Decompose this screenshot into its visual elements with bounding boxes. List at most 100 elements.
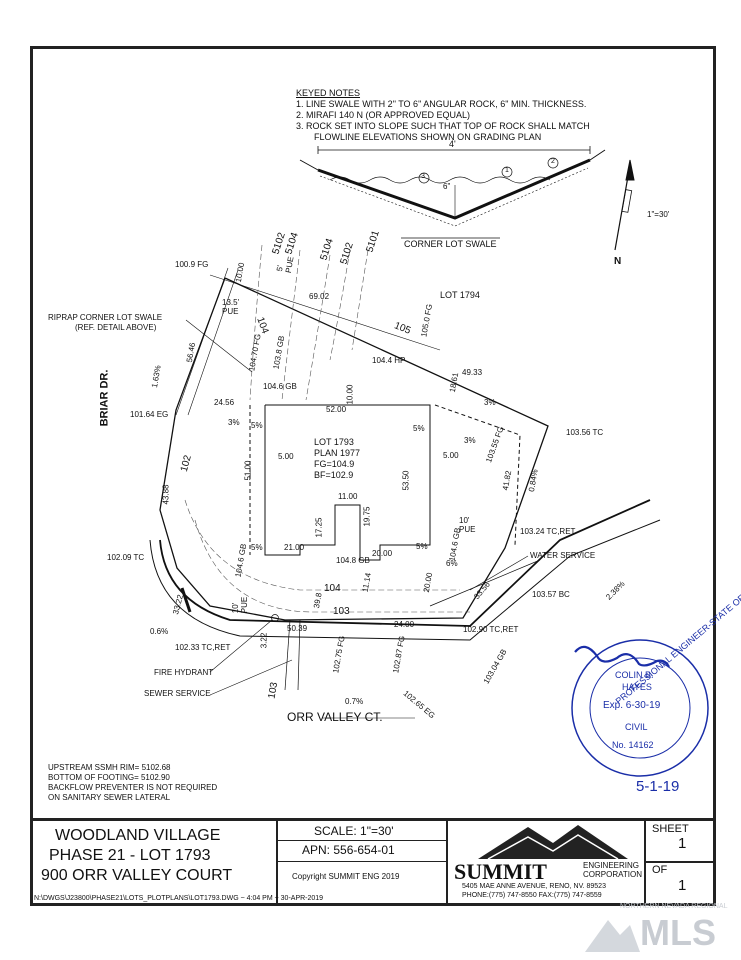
fire-hydrant-label: FIRE HYDRANT <box>154 668 214 677</box>
slope-label: 5% <box>416 542 428 551</box>
watermark-line-1: NORTHERN NEVADA REGIONAL <box>620 903 728 910</box>
lot-info-line: PLAN 1977 <box>314 448 361 458</box>
slope-label: 3% <box>484 398 496 407</box>
swale-callout-2: 2 <box>551 158 555 165</box>
scale-apn-cell: SCALE: 1"=30' APN: 556-654-01 Copyright … <box>278 821 448 906</box>
elevation-label: 100.9 FG <box>175 260 209 269</box>
keyed-note-1: 1. LINE SWALE WITH 2" TO 6" ANGULAR ROCK… <box>296 99 587 109</box>
dimension-label: 5.00 <box>443 451 459 460</box>
plan-note: BACKFLOW PREVENTER IS NOT REQUIRED <box>48 783 218 792</box>
building-footprint <box>249 404 521 561</box>
scale-label: SCALE: 1"=30' <box>314 824 394 838</box>
riprap-annotation: RIPRAP CORNER LOT SWALE <box>48 313 163 322</box>
leader-lines <box>185 319 529 719</box>
neighbor-lot-label: LOT 1794 <box>440 290 480 300</box>
company-phone: PHONE:(775) 747-8550 FAX:(775) 747-8559 <box>462 892 602 899</box>
watermark-mls: MLS <box>640 912 716 953</box>
sheet-cell: SHEET 1 OF 1 <box>646 821 716 906</box>
dimension-label: 24.00 <box>394 620 415 629</box>
elevation-label: 103.57 BC <box>532 590 570 599</box>
dimension-label: 52.00 <box>326 405 347 414</box>
north-letter: N <box>614 256 622 267</box>
of-value: 1 <box>678 877 687 894</box>
swale-detail-title: CORNER LOT SWALE <box>404 239 497 249</box>
sewer-service-label: SEWER SERVICE <box>144 689 211 698</box>
slope-label: 5% <box>251 421 263 430</box>
contour-label: 103 <box>333 606 350 617</box>
pue-13-5-label: 13.5' PUE <box>222 298 240 316</box>
slope-label: 5% <box>413 424 425 433</box>
plan-note: UPSTREAM SSMH RIM= 5102.68 <box>48 763 171 772</box>
project-address-line: 900 ORR VALLEY COURT <box>41 867 233 884</box>
seal-name-2: HAYES <box>622 682 652 692</box>
slope-label: 0.7% <box>345 697 364 706</box>
dimension-label: 21.00 <box>284 543 305 552</box>
keyed-note-2: 2. MIRAFI 140 N (OR APPROVED EQUAL) <box>296 110 471 120</box>
dimension-label: 69.02 <box>309 292 330 301</box>
elevation-label: 102.90 TC,RET <box>463 625 519 634</box>
lot-info-line: FG=104.9 <box>314 459 355 469</box>
seal-discipline: CIVIL <box>625 722 648 732</box>
riprap-annotation-ref: (REF. DETAIL ABOVE) <box>75 323 157 332</box>
seal-expiration: Exp. 6-30-19 <box>603 700 661 711</box>
title-block: WOODLAND VILLAGE PHASE 21 - LOT 1793 900… <box>33 818 716 909</box>
utility-lines <box>180 559 541 691</box>
signature-mark <box>574 645 670 668</box>
lot-boundary <box>149 267 661 641</box>
copyright-label: Copyright SUMMIT ENG 2019 <box>292 872 400 881</box>
seal-date: 5-1-19 <box>636 778 680 795</box>
dimension-label: 24.56 <box>214 398 235 407</box>
apn-label: APN: 556-654-01 <box>302 843 395 857</box>
slope-label: 0.6% <box>150 627 169 636</box>
company-address: 5405 MAE ANNE AVENUE, RENO, NV. 89523 <box>462 883 606 890</box>
project-name-line: WOODLAND VILLAGE <box>55 827 221 844</box>
slope-label: 6% <box>446 559 458 568</box>
contour-lines <box>184 244 470 613</box>
company-subtitle: ENGINEERING CORPORATION <box>583 861 642 879</box>
elevation-label: 104.4 HP <box>372 356 406 365</box>
seal-name-1: COLIN B. <box>615 670 654 680</box>
slope-label: 5% <box>251 543 263 552</box>
elevation-label: 102.09 TC <box>107 553 145 562</box>
swale-detail <box>299 146 606 239</box>
water-service-label: WATER SERVICE <box>530 551 596 560</box>
dimension-label: 50.39 <box>287 624 308 633</box>
contour-label: 104 <box>324 583 341 594</box>
drawing-frame <box>30 46 716 906</box>
dimension-label: 5.00 <box>278 452 294 461</box>
lot-info-line: BF=102.9 <box>314 470 354 480</box>
slope-label: 3% <box>228 418 240 427</box>
slope-label: 3% <box>464 436 476 445</box>
keyed-note-3: 3. ROCK SET INTO SLOPE SUCH THAT TOP OF … <box>296 121 590 131</box>
company-cell: SUMMIT ENGINEERING CORPORATION 5405 MAE … <box>448 821 646 906</box>
elevation-label: 104.6 GB <box>263 382 297 391</box>
swale-callout-3: 3 <box>421 173 425 180</box>
dimension-label: 49.33 <box>462 368 483 377</box>
swale-depth-label: 6" <box>443 182 451 191</box>
elevation-label: 103.24 TC,RET <box>520 527 576 536</box>
pue-10-label: 10' PUE <box>459 516 476 534</box>
plan-note: ON SANITARY SEWER LATERAL <box>48 793 171 802</box>
sheet-value: 1 <box>678 835 687 852</box>
plan-scale-label: 1"=30' <box>647 210 670 219</box>
north-arrow-graphic <box>614 159 635 251</box>
company-name: SUMMIT <box>454 859 547 884</box>
dimension-label: 20.00 <box>372 549 393 558</box>
elevation-label: 103.56 TC <box>566 428 604 437</box>
project-cell: WOODLAND VILLAGE PHASE 21 - LOT 1793 900… <box>33 821 278 906</box>
elevation-label: 101.64 EG <box>130 410 169 419</box>
lot-info-line: LOT 1793 <box>314 437 354 447</box>
sheet-label: SHEET <box>652 823 689 835</box>
elevation-label: 102.33 TC,RET <box>175 643 231 652</box>
file-path-label: N:\DWGS\J23800\PHASE21\LOTS_PLOTPLANS\LO… <box>34 895 324 902</box>
summit-logo-mountains <box>478 825 628 860</box>
seal-number: No. 14162 <box>612 740 654 750</box>
plan-note: BOTTOM OF FOOTING= 5102.90 <box>48 773 170 782</box>
project-phase-line: PHASE 21 - LOT 1793 <box>49 847 211 864</box>
swale-width-label: 4' <box>449 139 456 149</box>
swale-callout-1: 1 <box>505 167 509 174</box>
street-name-label: ORR VALLEY CT. <box>287 710 383 724</box>
